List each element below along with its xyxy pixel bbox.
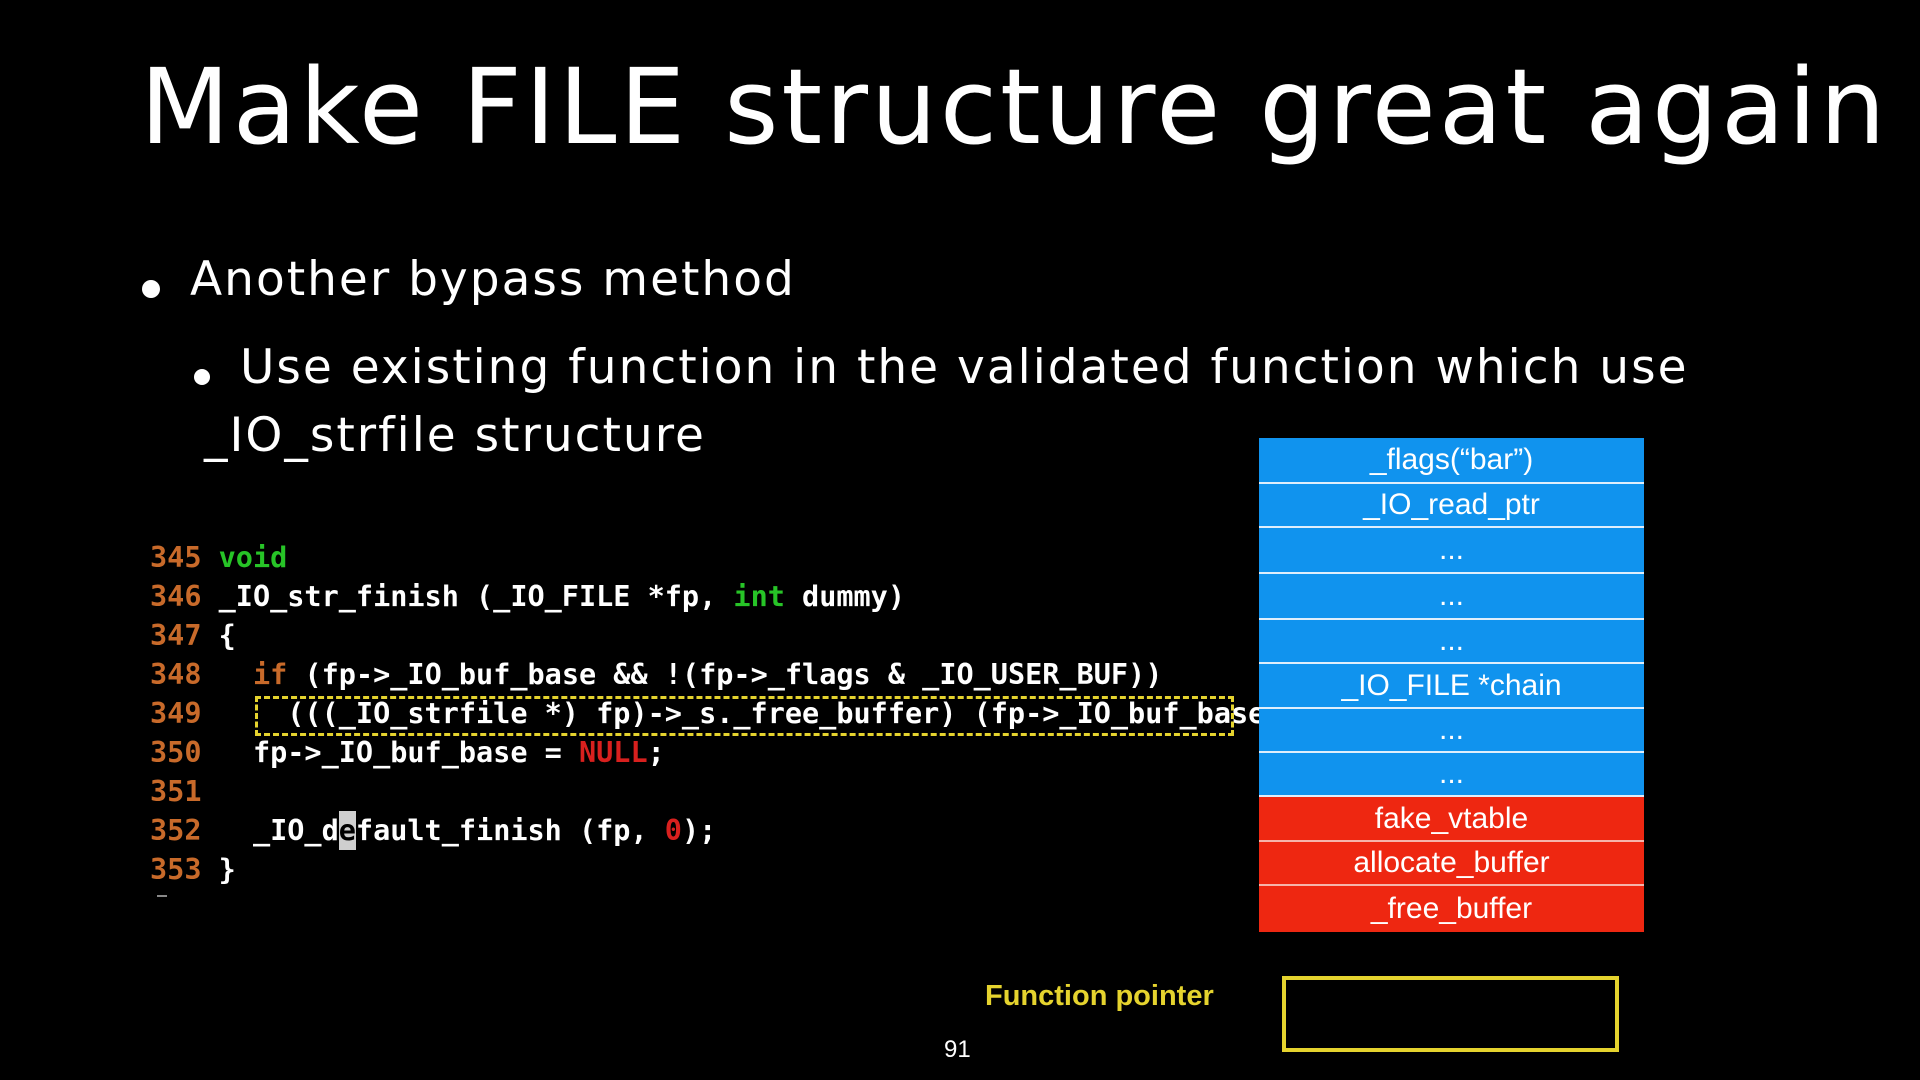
bullet-1-text: Another bypass method bbox=[190, 252, 796, 307]
code-line-highlight-box bbox=[255, 696, 1234, 736]
line-number: 349 bbox=[150, 697, 219, 730]
code-token: e bbox=[338, 811, 356, 850]
code-token: ); bbox=[681, 814, 717, 847]
code-line: 349 (((_IO_strfile *) fp)->_s._free_buff… bbox=[150, 694, 1300, 733]
code-line: 348 if (fp->_IO_buf_base && !(fp->_flags… bbox=[150, 655, 1300, 694]
code-scroll-marker bbox=[157, 895, 167, 897]
code-token: (fp->_IO_buf_base && !(fp->_flags & _IO_… bbox=[287, 658, 1163, 691]
bullet-item-2: Use existing function in the validated f… bbox=[194, 340, 1689, 396]
bullet-dot-icon bbox=[142, 279, 160, 298]
code-token: dummy) bbox=[784, 580, 905, 613]
function-pointer-highlight-box bbox=[1282, 976, 1619, 1052]
struct-field: ... bbox=[1259, 709, 1644, 753]
bullet-item-1: Another bypass method bbox=[142, 252, 796, 308]
code-token: NULL bbox=[578, 736, 648, 769]
line-number: 346 bbox=[150, 580, 219, 613]
line-number: 347 bbox=[150, 619, 219, 652]
bullet-2-text-line2: _IO_strfile structure bbox=[204, 408, 706, 463]
struct-field: ... bbox=[1259, 528, 1644, 574]
struct-field: ... bbox=[1259, 574, 1644, 620]
code-token: int bbox=[733, 580, 785, 613]
code-token: _IO_d bbox=[218, 814, 339, 847]
code-token: fault_finish (fp, bbox=[355, 814, 665, 847]
line-number: 345 bbox=[150, 541, 219, 574]
code-line: 347 { bbox=[150, 616, 1300, 655]
struct-field: ... bbox=[1259, 753, 1644, 797]
function-pointer-label: Function pointer bbox=[985, 980, 1214, 1012]
code-token: _IO_str_finish (_IO_FILE *fp, bbox=[218, 580, 734, 613]
slide-title: Make FILE structure great again bbox=[140, 46, 1889, 168]
code-line: 351 bbox=[150, 772, 1300, 811]
code-line: 346 _IO_str_finish (_IO_FILE *fp, int du… bbox=[150, 577, 1300, 616]
code-token: fp->_IO_buf_base = bbox=[218, 736, 579, 769]
bullet-dot-icon bbox=[194, 368, 210, 385]
line-number: 353 bbox=[150, 853, 219, 886]
page-number: 91 bbox=[944, 1036, 971, 1063]
bullet-item-2-continuation: _IO_strfile structure bbox=[204, 408, 706, 464]
struct-field: _flags(“bar”) bbox=[1259, 438, 1644, 484]
code-token: 0 bbox=[664, 814, 682, 847]
code-line: 352 _IO_default_finish (fp, 0); bbox=[150, 811, 1300, 850]
code-line: 353 } bbox=[150, 850, 1300, 889]
io-strfile-structure-diagram: _flags(“bar”)_IO_read_ptr........._IO_FI… bbox=[1259, 438, 1644, 932]
line-number: 352 bbox=[150, 814, 219, 847]
code-token: { bbox=[218, 619, 236, 652]
code-token: if bbox=[252, 658, 288, 691]
line-number: 351 bbox=[150, 775, 219, 808]
struct-field: _IO_FILE *chain bbox=[1259, 664, 1644, 709]
line-number: 348 bbox=[150, 658, 219, 691]
code-token: } bbox=[218, 853, 236, 886]
struct-field: ... bbox=[1259, 620, 1644, 664]
struct-field: allocate_buffer bbox=[1259, 842, 1644, 886]
struct-field: _free_buffer bbox=[1259, 886, 1644, 932]
code-line: 350 fp->_IO_buf_base = NULL; bbox=[150, 733, 1300, 772]
code-line: 345 void bbox=[150, 538, 1300, 577]
bullet-2-text-line1: Use existing function in the validated f… bbox=[240, 340, 1689, 395]
code-token bbox=[219, 658, 253, 691]
struct-field: fake_vtable bbox=[1259, 797, 1644, 842]
line-number: 350 bbox=[150, 736, 219, 769]
struct-field: _IO_read_ptr bbox=[1259, 484, 1644, 528]
code-token: (((_IO_strfile *) fp)->_s._free_buffer) … bbox=[218, 697, 1300, 730]
code-token: void bbox=[218, 541, 288, 574]
code-token: ; bbox=[647, 736, 665, 769]
